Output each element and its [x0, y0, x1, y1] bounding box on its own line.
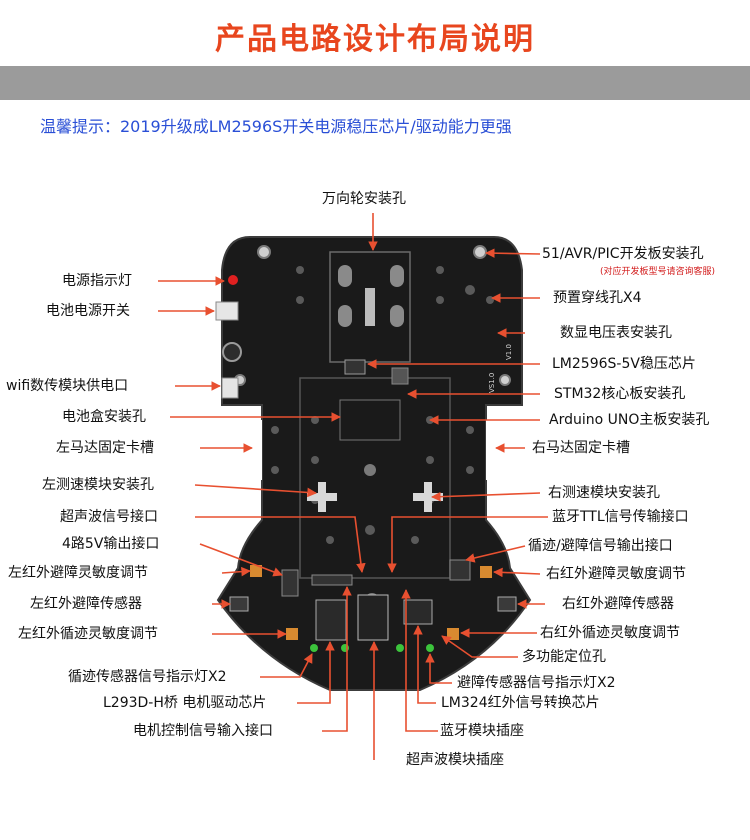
label-right-ir-avoid-sens: 右红外避障灵敏度调节 [546, 566, 686, 582]
arrow-avoid-led [425, 653, 452, 684]
label-51avr-holes: 51/AVR/PIC开发板安装孔 [542, 246, 704, 262]
right-motor-slot [486, 420, 496, 480]
label-arduino-holes: Arduino UNO主板安装孔 [549, 412, 710, 428]
lm2596-chip [344, 359, 366, 375]
arrow-right-speed [431, 491, 541, 502]
l293d-chip [315, 599, 347, 641]
gray-band [0, 66, 750, 100]
right-ir-sensor [497, 596, 517, 612]
wifi-connector [221, 377, 239, 399]
label-ultrasonic-socket: 超声波模块插座 [406, 752, 504, 768]
left-avoid-pot [250, 565, 262, 577]
left-track-pot [286, 628, 298, 640]
label-avoid-indicator: 避障传感器信号指示灯X2 [457, 675, 616, 691]
lm324-chip [403, 599, 433, 625]
arrow-multi-locate [441, 635, 518, 658]
label-battery-box: 电池盒安装孔 [62, 409, 146, 425]
label-stm32-holes: STM32核心板安装孔 [554, 386, 686, 402]
label-power-indicator: 电源指示灯 [62, 273, 132, 289]
silk-ver: V1.0 [505, 344, 513, 360]
upgrade-tip: 温馨提示：2019升级成LM2596S开关电源稳压芯片/驱动能力更强 [40, 117, 512, 136]
arrow-lm324 [413, 625, 436, 704]
avoid-led-1 [396, 644, 404, 652]
label-5v-output: 4路5V输出接口 [62, 536, 160, 552]
label-right-speed-holes: 右测速模块安装孔 [548, 485, 660, 501]
label-bt-ttl: 蓝牙TTL信号传输接口 [552, 509, 689, 525]
arrow-right-avoid-sens [493, 567, 541, 578]
arrow-track-out [465, 545, 526, 563]
arrow-bt-socket [401, 589, 438, 732]
label-lm324: LM324红外信号转换芯片 [441, 695, 600, 711]
label-multi-locate: 多功能定位孔 [522, 649, 606, 665]
arrow-ultrasonic-signal [195, 516, 366, 573]
battery-switch [215, 301, 239, 321]
inductor [391, 367, 409, 385]
arrow-left-avoid-sens [221, 566, 251, 577]
label-left-ir-track-sens: 左红外循迹灵敏度调节 [18, 626, 158, 642]
power-led [228, 275, 238, 285]
arrow-left-speed [194, 484, 317, 498]
page-title: 产品电路设计布局说明 [215, 22, 535, 57]
label-bt-socket: 蓝牙模块插座 [440, 723, 524, 739]
speed-module-holes [307, 482, 443, 512]
label-right-ir-track-sens: 右红外循迹灵敏度调节 [540, 625, 680, 641]
right-avoid-pot [480, 566, 492, 578]
arrow-51avr [485, 248, 541, 258]
track-led-1 [310, 644, 318, 652]
center-frame [299, 377, 451, 579]
label-left-speed-holes: 左测速模块安装孔 [42, 477, 154, 493]
label-battery-switch: 电池电源开关 [46, 303, 130, 319]
left-motor-slot [252, 420, 262, 480]
arrow-track-led [260, 653, 313, 678]
label-l293d: L293D-H桥 电机驱动芯片 [103, 695, 267, 711]
label-left-ir-avoid-sensor: 左红外避障传感器 [30, 596, 142, 612]
arrow-bt-ttl [387, 516, 548, 573]
arrow-l293d [297, 641, 335, 704]
arrow-motor-input [322, 586, 352, 732]
label-wifi-power: wifi数传模块供电口 [6, 378, 129, 394]
capacitor [222, 342, 242, 362]
label-left-motor-slot: 左马达固定卡槽 [56, 440, 154, 456]
label-left-ir-avoid-sens: 左红外避障灵敏度调节 [8, 565, 148, 581]
caster-holes [338, 265, 404, 327]
label-right-ir-avoid-sensor: 右红外避障传感器 [562, 596, 674, 612]
label-voltmeter-holes: 数显电压表安装孔 [560, 325, 672, 341]
header-motor-input [311, 574, 353, 586]
silk-rev: VS1.0 [488, 373, 496, 393]
label-track-indicator: 循迹传感器信号指示灯X2 [68, 669, 227, 685]
label-right-motor-slot: 右马达固定卡槽 [532, 440, 630, 456]
label-ultrasonic-signal: 超声波信号接口 [60, 509, 158, 525]
label-track-avoid-output: 循迹/避障信号输出接口 [528, 538, 673, 554]
label-board-note: (对应开发板型号请咨询客服) [600, 267, 716, 277]
label-motor-ctrl-input: 电机控制信号输入接口 [133, 723, 273, 739]
header-5v [281, 569, 299, 597]
header-track [449, 559, 471, 581]
label-caster-holes: 万向轮安装孔 [322, 191, 406, 207]
arrow-5v [199, 543, 283, 577]
label-preset-threading: 预置穿线孔X4 [553, 290, 642, 306]
ultrasonic-socket [357, 594, 389, 641]
avoid-led-2 [426, 644, 434, 652]
label-lm2596: LM2596S-5V稳压芯片 [552, 356, 696, 372]
